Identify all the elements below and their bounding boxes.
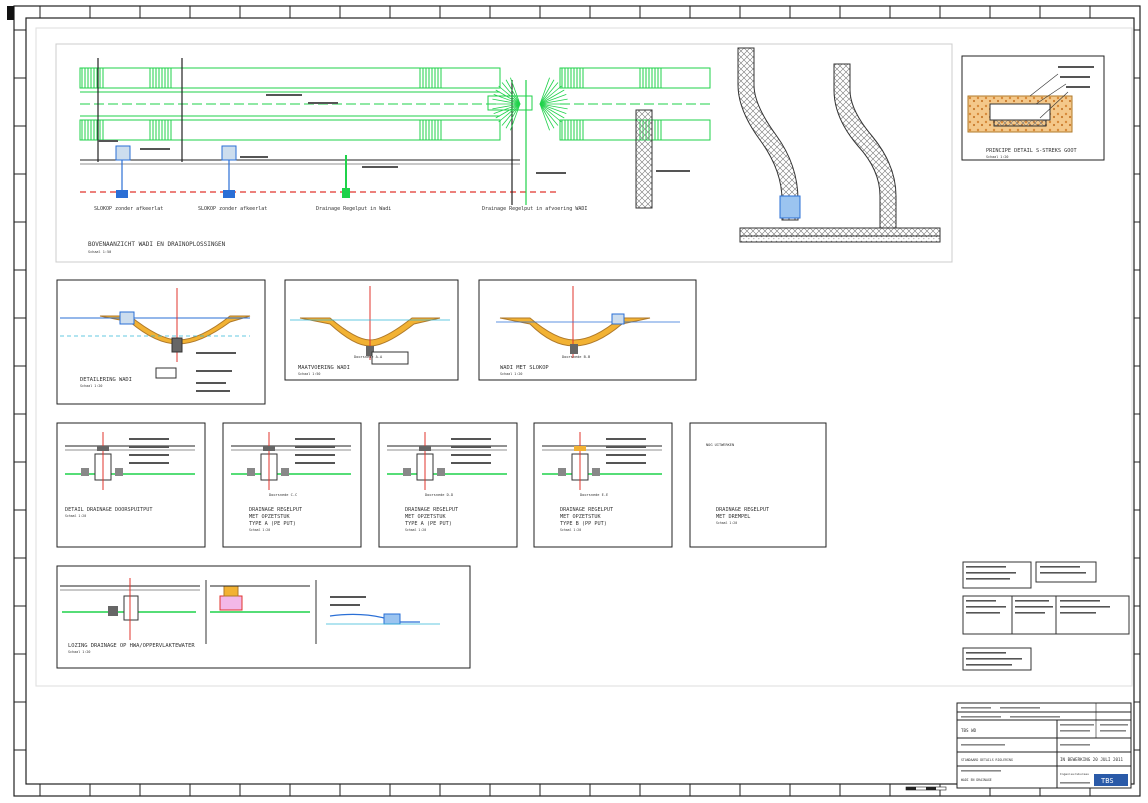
row3-3-title-line-2: MET OPZETSTUK	[405, 514, 446, 520]
slokop-1	[115, 145, 131, 198]
row2-1-scale: Schaal 1:20	[80, 384, 102, 388]
plan-label-2: SLOKOP zonder afkeerlat	[198, 206, 267, 212]
tb-status: IN BEWERKING 20 JULI 2011	[1060, 757, 1124, 762]
slokop-2	[221, 145, 237, 198]
regelput-1	[342, 155, 350, 198]
row3-2-title-line-1: DRAINAGE REGELPUT	[249, 507, 302, 513]
s-streks-title: PRINCIPE DETAIL S-STREKS GOOT	[986, 148, 1077, 154]
wadi-plan-green	[79, 67, 711, 141]
row2-panel-2: Doorsnede A-A MAATVOERING WADI Schaal 1:…	[284, 279, 459, 381]
row3-5-scale: Schaal 1:20	[716, 521, 737, 525]
row3-4-section: Doorsnede E-E	[580, 493, 608, 497]
top-panel: SLOKOP zonder afkeerlat SLOKOP zonder af…	[55, 43, 953, 263]
row2-2-title: MAATVOERING WADI	[298, 365, 350, 371]
row3-3-section: Doorsnede D-D	[425, 493, 453, 497]
sheet-outer-border	[13, 5, 1141, 797]
row4-scale: Schaal 1:20	[68, 650, 90, 654]
row3-3-title-line-1: DRAINAGE REGELPUT	[405, 507, 458, 513]
row3-2-section: Doorsnede C-C	[269, 493, 297, 497]
row2-3-section: Doorsnede B-B	[562, 355, 590, 359]
tb-drawing: STANDAARD DETAILS RIOLERING	[961, 758, 1013, 762]
legend-blocks	[962, 561, 1130, 671]
scale-bar	[905, 786, 947, 791]
row3-3-title-line-3: TYPE A (PE PUT)	[405, 521, 452, 527]
s-curve-wall-1	[737, 47, 941, 243]
row2-1-title: DETAILERING WADI	[80, 377, 132, 383]
top-panel-scale: Schaal 1:50	[88, 250, 111, 254]
top-panel-title: BOVENAANZICHT WADI EN DRAINOPLOSSINGEN	[88, 241, 226, 248]
s-curve-wall-2	[833, 63, 897, 229]
row2-2-scale: Schaal 1:50	[298, 372, 320, 376]
row2-panel-1: DETAILERING WADI Schaal 1:20	[56, 279, 266, 405]
row3-4-title-line-1: DRAINAGE REGELPUT	[560, 507, 613, 513]
hatch-blocks	[81, 68, 662, 140]
row2-2-section: Doorsnede A-A	[354, 355, 383, 359]
tb-project: TBS WD	[961, 728, 977, 733]
row3-2-scale: Schaal 1:20	[249, 528, 270, 532]
company-logo	[1094, 774, 1128, 786]
row3-5-title-line-1: DRAINAGE REGELPUT	[716, 507, 769, 513]
drawing-area	[35, 27, 1133, 687]
tb-subject: WADI EN DRAINAGE	[961, 778, 992, 782]
row3-1-scale: Schaal 1:20	[65, 514, 86, 518]
detail-s-streks-panel: PRINCIPE DETAIL S-STREKS GOOT Schaal 1:2…	[961, 55, 1105, 161]
plan-label-4: Drainage Regelput in afvoering WADI	[482, 206, 587, 212]
s-streks-scale: Schaal 1:20	[986, 155, 1008, 159]
border-ticks	[14, 6, 1140, 796]
tb-company: Ingenieursbureau	[1060, 772, 1089, 776]
row3-5-section: NOG UITWERKEN	[706, 443, 734, 447]
row3-5-title-line-2: MET DREMPEL	[716, 514, 750, 520]
plan-label-1: SLOKOP zonder afkeerlat	[94, 206, 163, 212]
row2-3-scale: Schaal 1:20	[500, 372, 522, 376]
culvert-vertical	[635, 109, 653, 209]
sheet-inner-border	[25, 17, 1135, 785]
row3-1-title-line-1: DETAIL DRAINAGE DOORSPUITPUT	[65, 507, 152, 513]
row2-panel-3: Doorsnede B-B WADI MET SLOKOP Schaal 1:2…	[478, 279, 697, 381]
row3-4-title-line-2: MET OPZETSTUK	[560, 514, 601, 520]
row3-4-title-line-3: TYPE B (PP PUT)	[560, 521, 607, 527]
row3-2-title-line-3: TYPE A (PE PUT)	[249, 521, 296, 527]
row4-title: LOZING DRAINAGE OP HWA/OPPERVLAKTEWATER	[68, 643, 195, 649]
row3-2-title-line-2: MET OPZETSTUK	[249, 514, 290, 520]
logo-text: TBS	[1101, 777, 1114, 785]
corner-mark	[7, 6, 14, 20]
row2-3-title: WADI MET SLOKOP	[500, 365, 549, 371]
row3-3-scale: Schaal 1:20	[405, 528, 426, 532]
row4-panel: LOZING DRAINAGE OP HWA/OPPERVLAKTEWATER …	[56, 565, 471, 669]
row3-4-scale: Schaal 1:20	[560, 528, 581, 532]
plan-label-3: Drainage Regelput in Wadi	[316, 206, 391, 212]
title-block: TBS WD STANDAARD DETAILS RIOLERING WADI …	[956, 702, 1132, 789]
